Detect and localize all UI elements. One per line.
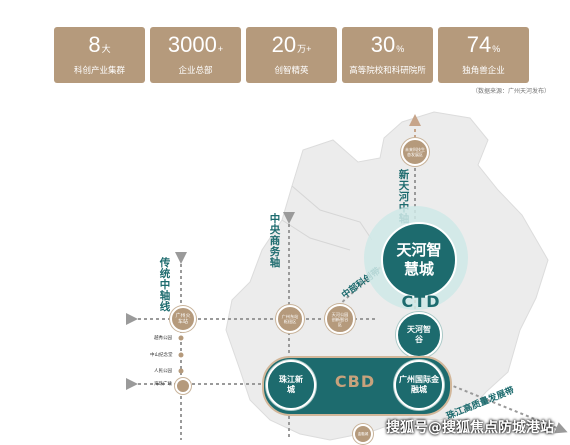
stat-number: 3000 [167, 32, 217, 57]
haizhu-square-node [175, 378, 191, 394]
pearl-river-line [447, 383, 568, 434]
map-contour [291, 185, 373, 241]
map-contour [281, 219, 351, 251]
guangzhou-railway-node: 广州火车站 [170, 306, 196, 332]
stat-label: 创智精英 [274, 66, 309, 76]
tianhe-valley-node: 天河智谷 [396, 312, 442, 358]
stat-card: 3000+ 企业总部 [150, 27, 241, 83]
stat-number: 30 [370, 32, 396, 57]
stat-label: 科创产业集群 [73, 66, 125, 76]
stat-unit: 大 [101, 44, 111, 54]
cbd-label: CBD [334, 372, 376, 391]
stat-unit: % [396, 44, 405, 54]
people-park-label: 人民公园 [154, 369, 172, 374]
bottom-node: 金融城 [353, 424, 373, 444]
axis-dot [178, 335, 184, 341]
stats-bar: 8大 科创产业集群 3000+ 企业总部 20万+ 创智精英 30% 高等院校和… [0, 0, 570, 95]
ctd-label: CTD [401, 292, 441, 311]
stat-number: 74 [466, 32, 492, 57]
stat-card: 74% 独角兽企业 [438, 27, 529, 83]
guangzhou-east-node: 广州东站枢纽区 [276, 305, 304, 333]
central-business-axis-label: 中央商务轴 [269, 213, 281, 269]
stat-unit: 万+ [297, 44, 312, 54]
stat-number: 8 [88, 32, 101, 57]
stat-number: 20 [271, 32, 297, 57]
international-finance-node: 广州国际金融城 [394, 360, 444, 410]
haizhu-square-label: 海珠广场 [154, 382, 172, 387]
axis-dot [178, 352, 184, 358]
axis-dot [178, 368, 184, 374]
stat-label: 高等院校和科研院所 [349, 66, 426, 76]
traditional-axis-label: 传统中轴线 [159, 257, 171, 313]
tianhe-park-node: 天河公园创新智谷区 [325, 304, 355, 334]
future-tech-node: 未来科技生态发展区 [401, 138, 429, 166]
yuexiu-park-label: 越秀公园 [154, 336, 172, 341]
source-note: （数据来源：广州天河发布） [471, 88, 550, 95]
stat-card: 8大 科创产业集群 [54, 27, 145, 83]
stat-label: 企业总部 [178, 66, 213, 76]
tianhe-smart-city-node: 天河智慧城 [381, 222, 457, 298]
stat-unit: % [492, 44, 501, 54]
stat-card: 20万+ 创智精英 [246, 27, 337, 83]
stat-unit: + [217, 44, 224, 54]
stat-label: 独角兽企业 [462, 66, 505, 76]
zhongshan-memorial-label: 中山纪念堂 [150, 353, 173, 358]
stat-card: 30% 高等院校和科研院所 [342, 27, 433, 83]
watermark-text: 搜狐号@搜狐焦点防城港站 [386, 420, 554, 436]
zhujiang-newtown-node: 珠江新城 [266, 360, 316, 410]
